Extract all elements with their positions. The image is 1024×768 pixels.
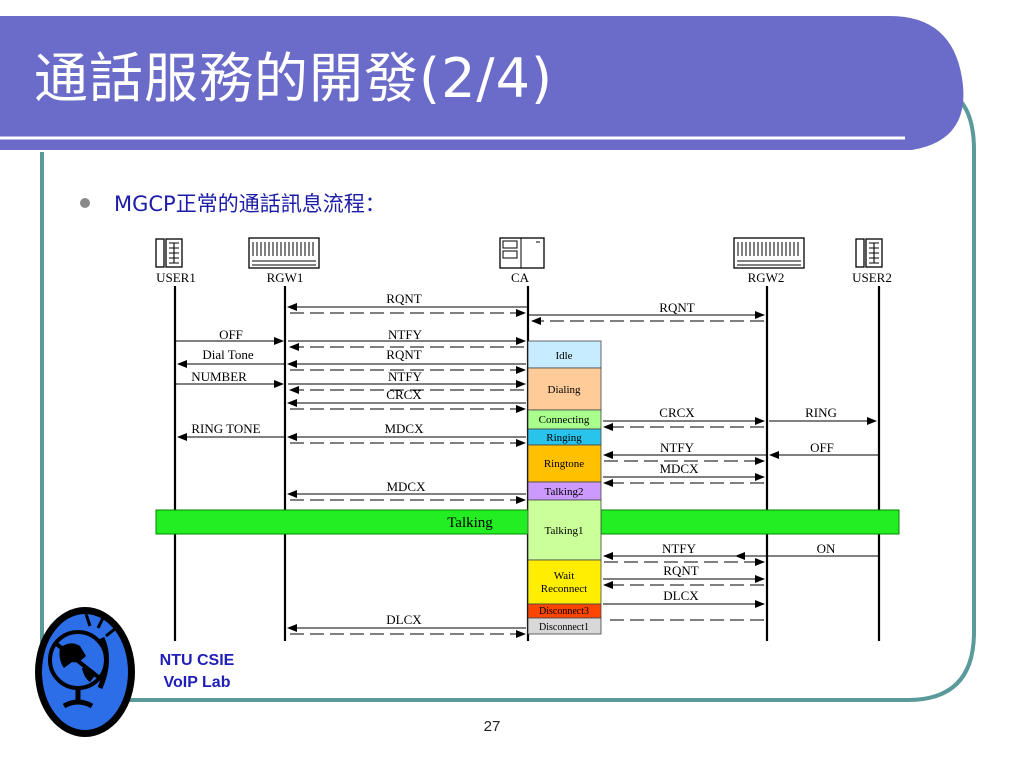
message-label: CRCX — [386, 387, 422, 402]
lifelines — [173, 286, 881, 641]
message-label: CRCX — [659, 405, 695, 420]
entity-rgw1: RGW1 — [267, 270, 304, 285]
state-dialing — [527, 367, 602, 411]
message-label: NTFY — [388, 369, 423, 384]
gateway-icon-rgw2 — [733, 237, 805, 269]
title-band — [0, 16, 964, 150]
message-label: RQNT — [663, 563, 698, 578]
server-icon-ca — [499, 237, 545, 269]
message-labels: RQNT RQNT OFF NTFY Dial Tone RQNT NUMBER… — [191, 291, 837, 627]
bullet-text: MGCP正常的通話訊息流程： — [114, 188, 386, 218]
message-label: MDCX — [659, 461, 699, 476]
state-label: Ringing — [546, 432, 582, 444]
page-number: 27 — [483, 718, 501, 735]
entity-user2: USER2 — [852, 270, 892, 285]
bullet-rest: 正常的通話訊息流程： — [175, 192, 386, 216]
gateway-icon-rgw1 — [248, 237, 320, 269]
state-labels: Idle Dialing Connecting Ringing Ringtone… — [539, 350, 590, 633]
state-label: Disconnect3 — [539, 606, 589, 617]
message-label: NTFY — [662, 541, 697, 556]
state-label: Ringtone — [544, 458, 584, 470]
message-label: NTFY — [660, 440, 695, 455]
state-ringtone — [527, 444, 602, 483]
state-label: Connecting — [539, 414, 590, 426]
state-label: Idle — [555, 350, 572, 362]
message-label: Dial Tone — [202, 347, 253, 362]
message-label: DLCX — [386, 612, 422, 627]
state-label: Disconnect1 — [539, 622, 589, 633]
phone-icon-user2 — [855, 238, 883, 268]
message-label: NTFY — [388, 327, 423, 342]
state-label: Dialing — [548, 384, 581, 396]
state-column — [527, 340, 602, 635]
slide-title: 通話服務的開發(2/4) — [34, 47, 554, 110]
message-label: RING TONE — [191, 421, 260, 436]
state-wait-reconnect — [527, 559, 602, 605]
message-label: OFF — [219, 327, 243, 342]
lab-name-line2: VoIP Lab — [163, 674, 231, 691]
entity-rgw2: RGW2 — [748, 270, 785, 285]
state-label: Talking1 — [545, 525, 584, 537]
state-talking1 — [527, 499, 602, 561]
entity-ca: CA — [511, 270, 530, 285]
entity-user1: USER1 — [156, 270, 196, 285]
message-label: DLCX — [663, 588, 699, 603]
state-label: Wait — [554, 570, 575, 582]
state-label: Talking2 — [545, 486, 584, 498]
message-label: MDCX — [384, 421, 424, 436]
message-label: ON — [817, 541, 836, 556]
state-disconnect1 — [527, 617, 602, 635]
talking-bar-label: Talking — [447, 515, 493, 531]
bullet-prefix: MGCP — [114, 192, 176, 216]
message-label: MDCX — [386, 479, 426, 494]
lab-name-line1: NTU CSIE — [159, 652, 235, 669]
message-label: RQNT — [386, 291, 421, 306]
talking-bar — [155, 509, 900, 535]
message-label: OFF — [810, 440, 834, 455]
message-label: RQNT — [386, 347, 421, 362]
phone-icon-user1 — [155, 238, 183, 268]
message-label: NUMBER — [191, 369, 247, 384]
message-label: RQNT — [659, 300, 694, 315]
state-label: Reconnect — [541, 583, 587, 595]
bullet-dot — [80, 198, 90, 208]
message-label: RING — [805, 405, 837, 420]
message-arrows — [176, 303, 878, 638]
globe-logo-icon — [35, 607, 135, 737]
